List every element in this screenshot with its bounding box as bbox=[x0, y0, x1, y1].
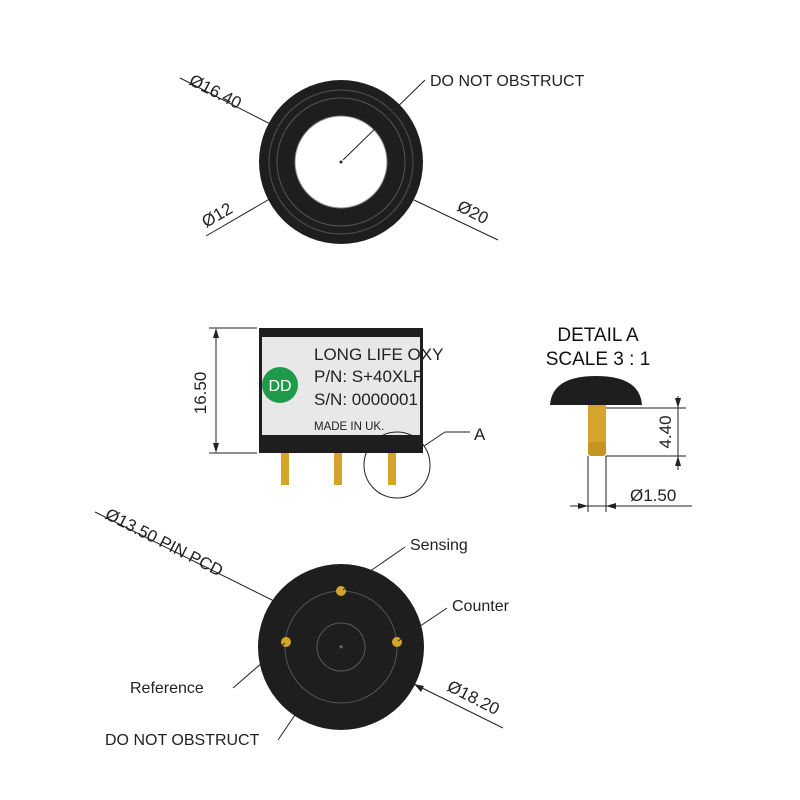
sensing-leader bbox=[342, 546, 406, 591]
pin-len-label: 4.40 bbox=[656, 415, 675, 448]
detail-callout-label: A bbox=[474, 425, 486, 444]
pin-middle bbox=[334, 451, 342, 485]
label-line-1: LONG LIFE OXY bbox=[314, 345, 443, 364]
label-line-4: MADE IN UK. bbox=[314, 421, 384, 433]
pin-right bbox=[388, 451, 396, 485]
top-view: Ø16.40 Ø12 Ø20 DO NOT OBSTRUCT bbox=[179, 71, 585, 244]
label-line-2: P/N: S+40XLF bbox=[314, 367, 423, 386]
logo-badge bbox=[262, 367, 298, 403]
detail-scale: SCALE 3 : 1 bbox=[546, 349, 651, 370]
bottom-view: Ø13.50 PIN PCD Sensing Counter Reference… bbox=[94, 505, 510, 749]
reference-leader bbox=[232, 642, 286, 689]
dim-outer-leader bbox=[179, 77, 291, 135]
detail-circle bbox=[363, 431, 431, 499]
pin-dia-label: Ø1.50 bbox=[630, 486, 676, 505]
side-view: DD LONG LIFE OXY P/N: S+40XLF S/N: 00000… bbox=[191, 327, 486, 499]
pin-dia-arrow-left bbox=[578, 503, 588, 509]
dim-inner-label: Ø12 bbox=[199, 199, 236, 232]
detail-a-view: DETAIL A SCALE 3 : 1 4.40 Ø1.50 bbox=[546, 325, 692, 512]
reference-label: Reference bbox=[130, 680, 204, 697]
pcd-leader bbox=[94, 511, 297, 613]
body-dia-label: Ø18.20 bbox=[444, 677, 502, 719]
detail-pin bbox=[588, 400, 606, 452]
pin-sensing bbox=[336, 586, 346, 596]
detail-dome bbox=[550, 376, 642, 405]
obstruct-top-leader bbox=[342, 79, 426, 161]
logo-text: DD bbox=[268, 378, 291, 395]
height-arrow-top bbox=[213, 328, 219, 338]
dim-outer-label: Ø16.40 bbox=[186, 71, 244, 113]
pin-left bbox=[281, 451, 289, 485]
top-center-point bbox=[339, 160, 343, 164]
dim-body-label: Ø20 bbox=[454, 197, 491, 229]
counter-leader bbox=[397, 607, 448, 642]
obstruct-bottom-label: DO NOT OBSTRUCT bbox=[105, 732, 260, 749]
pin-dia-arrow-right bbox=[606, 503, 616, 509]
counter-label: Counter bbox=[452, 598, 510, 615]
detail-pin-tip bbox=[588, 442, 606, 456]
dim-body-leader bbox=[413, 199, 499, 241]
height-label: 16.50 bbox=[191, 372, 210, 415]
detail-title: DETAIL A bbox=[557, 325, 639, 346]
pin-len-arrow-top bbox=[675, 398, 681, 408]
obstruct-bottom-leader bbox=[277, 646, 342, 741]
dim-inner-leader bbox=[205, 185, 293, 237]
label-line-3: S/N: 0000001 bbox=[314, 390, 418, 409]
pin-counter bbox=[392, 637, 402, 647]
detail-leader-1 bbox=[423, 431, 446, 447]
obstruct-top-label: DO NOT OBSTRUCT bbox=[430, 73, 585, 90]
top-middle-ring bbox=[276, 97, 406, 227]
body-dia-leader bbox=[413, 683, 504, 729]
bottom-center-ring bbox=[316, 622, 366, 672]
pin-len-arrow-bottom bbox=[675, 456, 681, 466]
pcd-label: Ø13.50 PIN PCD bbox=[102, 505, 226, 581]
sensing-label: Sensing bbox=[410, 537, 468, 554]
top-outer-ring bbox=[268, 89, 414, 235]
body-dia-arrow bbox=[414, 684, 424, 692]
height-arrow-bottom bbox=[213, 443, 219, 453]
